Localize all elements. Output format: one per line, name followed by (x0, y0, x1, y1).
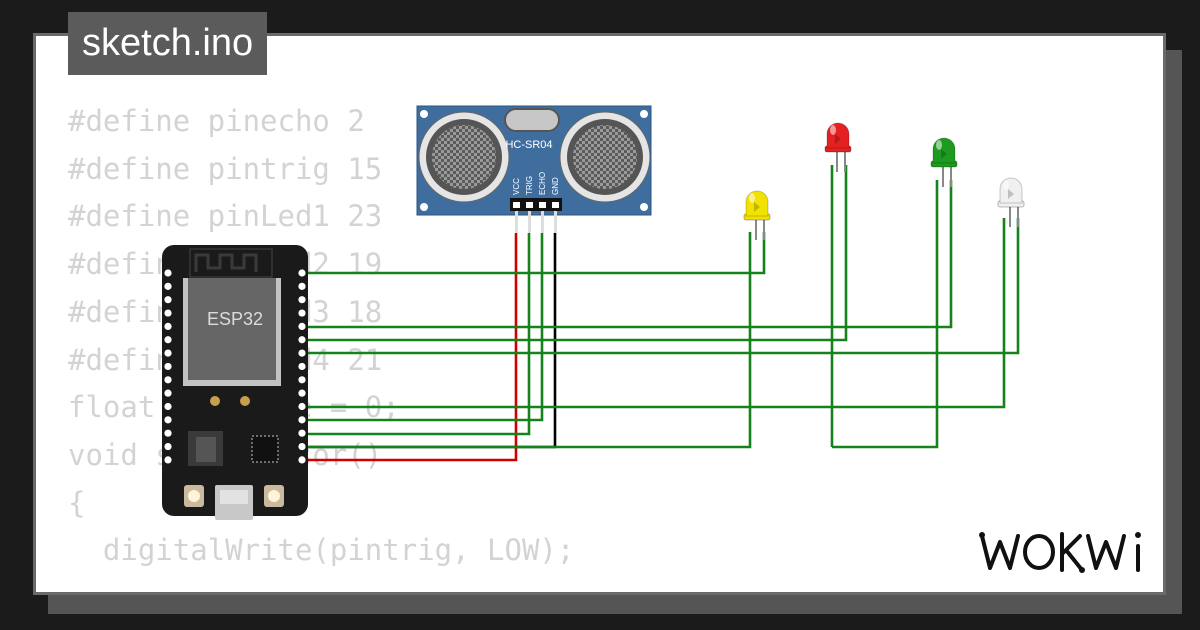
pin-label-trig: TRIG (525, 176, 534, 195)
esp32-right-pins (298, 269, 306, 464)
esp32-pin (164, 282, 172, 290)
esp32-pin (164, 456, 172, 464)
wokwi-logo (979, 532, 1141, 573)
wire-led3 (300, 180, 953, 329)
wire-gnd-led1 (300, 232, 752, 449)
esp32-pin (164, 336, 172, 344)
led-green[interactable] (930, 137, 958, 187)
led-white[interactable] (997, 177, 1025, 227)
esp32-board[interactable]: ESP32 (162, 245, 308, 520)
wire-led4 (300, 218, 1020, 355)
esp32-pin (298, 296, 306, 304)
code-line: { (68, 485, 86, 520)
sensor-transducer-right (559, 111, 651, 203)
esp32-pin (164, 362, 172, 371)
leds[interactable] (743, 122, 1025, 240)
file-tab[interactable]: sketch.ino (68, 12, 268, 75)
esp32-pin (164, 389, 172, 397)
led-red[interactable] (824, 122, 852, 172)
sensor-label: HC-SR04 (505, 139, 552, 151)
esp32-pin (298, 429, 306, 437)
esp32-pin (298, 416, 306, 424)
wire-gnd-led3 (832, 180, 939, 449)
wire-trig (300, 233, 531, 436)
esp32-pin (298, 322, 306, 330)
esp32-pin (164, 376, 172, 384)
esp32-pin (298, 389, 306, 397)
code-line: #define pinecho 2 (68, 104, 365, 138)
pin-label-echo: ECHO (538, 172, 547, 195)
esp32-pin (298, 362, 306, 371)
esp32-left-pins (164, 269, 172, 464)
wire-gnd-led4 (300, 218, 1006, 409)
esp32-pin (164, 429, 172, 437)
wire-echo (300, 233, 544, 422)
esp32-pin (298, 282, 306, 290)
wires[interactable] (300, 165, 1020, 462)
esp32-pin (298, 402, 306, 411)
code-line: #define pinLed1 23 (68, 199, 383, 234)
esp32-pin (164, 442, 172, 451)
esp32-pin (164, 322, 172, 330)
wire-vcc (300, 233, 518, 462)
esp32-pin (298, 309, 306, 317)
pin-label-gnd: GND (551, 177, 560, 195)
pin-label-vcc: VCC (512, 178, 521, 195)
esp32-pin (164, 296, 172, 304)
esp32-pin (164, 416, 172, 424)
esp32-label: ESP32 (207, 309, 263, 329)
esp32-pin (298, 349, 306, 357)
code-line: digitalWrite(pintrig, LOW); (68, 533, 575, 568)
esp32-pin (164, 309, 172, 317)
esp32-pin (298, 336, 306, 344)
ultrasonic-sensor[interactable]: HC-SR04 VCC TRIG ECHO GND (416, 105, 652, 233)
esp32-pin (298, 456, 306, 464)
esp32-pin (298, 269, 306, 277)
esp32-pin (298, 442, 306, 451)
led-yellow[interactable] (743, 190, 771, 240)
esp32-pin (164, 349, 172, 357)
esp32-pin (164, 269, 172, 277)
wire-led1 (300, 232, 766, 275)
esp32-pin (298, 376, 306, 384)
wire-led2 (300, 165, 848, 342)
sensor-transducer-left (418, 111, 510, 203)
esp32-pin (164, 402, 172, 411)
code-line: #define pintrig 15 (68, 151, 383, 186)
